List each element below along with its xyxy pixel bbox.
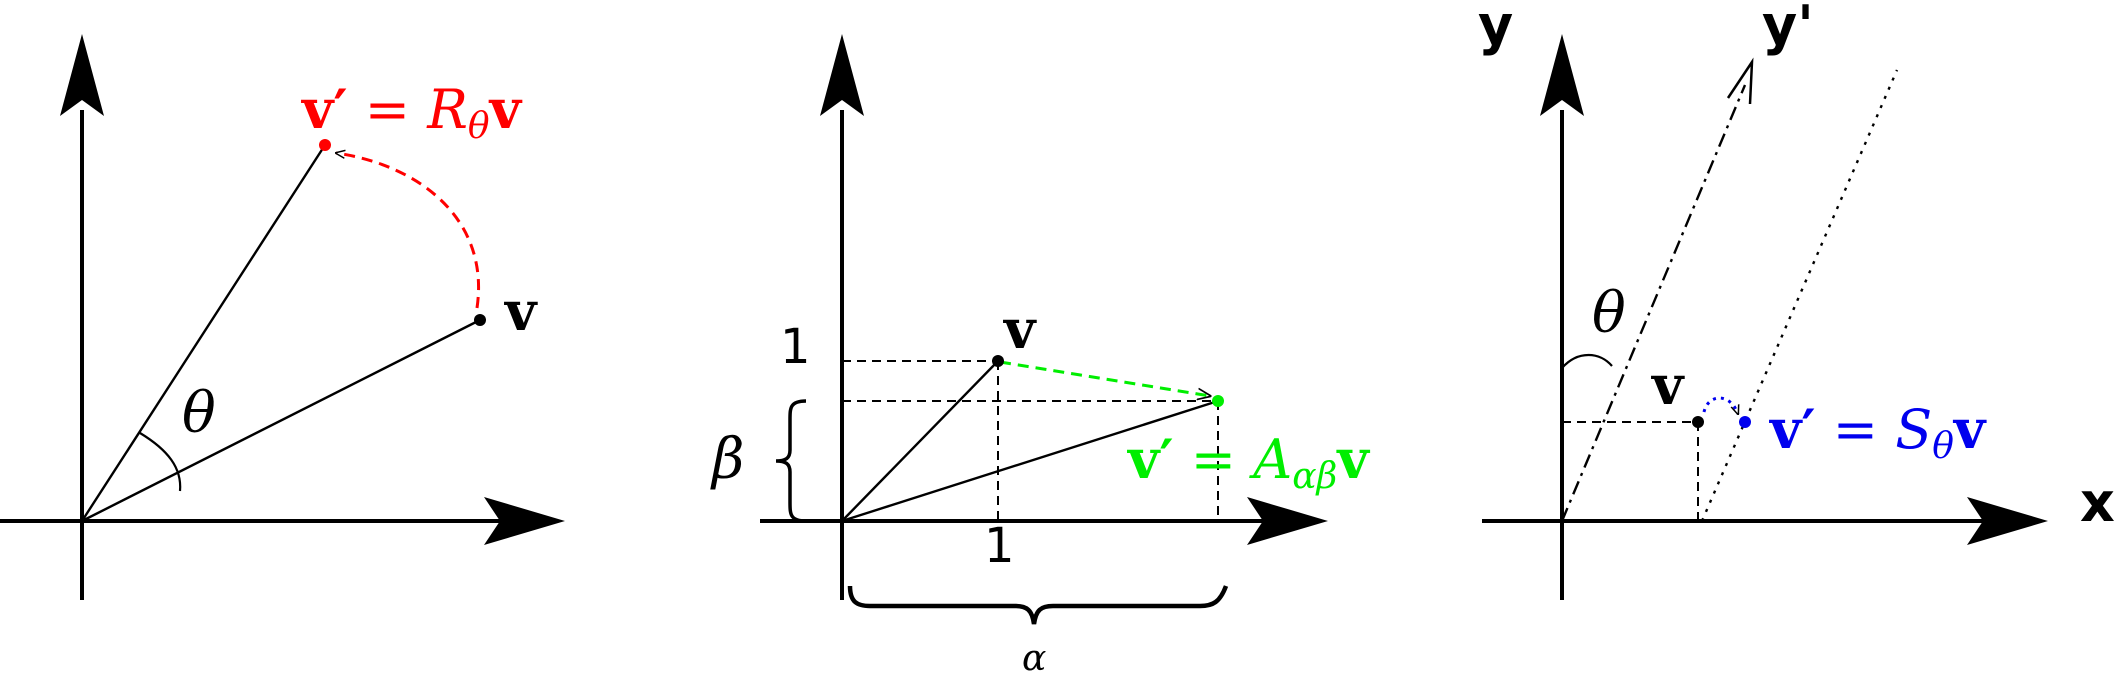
shear-y-arrowhead [1540,34,1584,116]
shear-dotted-line [1700,69,1899,522]
rotation-point-v-prime [319,139,331,151]
shear-panel: y y' x θ v v′ = Sθv [1478,0,2115,600]
shear-transform-arrow [1702,396,1738,414]
scaling-point-v [992,355,1004,367]
scaling-beta-brace [775,399,807,523]
shear-axis-y-prime-label: y' [1762,0,1814,57]
rotation-y-arrowhead [60,34,104,116]
shear-point-v-prime [1739,416,1751,428]
shear-angle-label: θ [1592,281,1626,346]
rotation-v-label: v [504,279,538,343]
shear-axis-y-label: y [1478,0,1513,57]
rotation-panel: θ v v′ = Rθv [0,34,565,600]
shear-point-v [1692,416,1704,428]
shear-angle-arc [1561,354,1613,369]
rotation-point-v [474,314,486,326]
scaling-vector-v [841,360,999,522]
scaling-x-arrowhead [1247,497,1328,545]
scaling-result-label: v′ = Aαβv [1127,427,1370,497]
shear-y-prime-axis [1560,84,1747,522]
scaling-alpha-brace [847,585,1229,625]
shear-axis-x-label: x [2080,471,2115,534]
scaling-point-v-prime [1212,395,1224,407]
scaling-beta-label: β [710,427,744,492]
rotation-angle-label: θ [182,381,216,446]
scaling-v-label: v [1003,297,1037,361]
rotation-angle-arc [139,432,182,492]
rotation-x-arrowhead [484,497,565,545]
scaling-tick-y-label: 1 [780,319,811,375]
scaling-transform-arrow [999,360,1210,396]
shear-y-prime-arrowhead [1726,57,1754,105]
scaling-y-arrowhead [820,34,864,116]
shear-v-label: v [1651,353,1685,417]
shear-result-label: v′ = Sθv [1769,397,1987,467]
rotation-vector-v-prime [80,144,327,522]
rotation-vector-v [81,318,481,523]
scaling-vector-v-prime [841,399,1219,523]
scaling-panel: 1 1 β α v v′ = Aαβv [710,34,1370,674]
scaling-tick-x-label: 1 [984,518,1015,574]
rotation-result-label: v′ = Rθv [301,77,523,147]
shear-x-arrowhead [1967,497,2048,545]
rotation-arc [336,153,480,309]
scaling-alpha-label: α [1022,638,1046,674]
